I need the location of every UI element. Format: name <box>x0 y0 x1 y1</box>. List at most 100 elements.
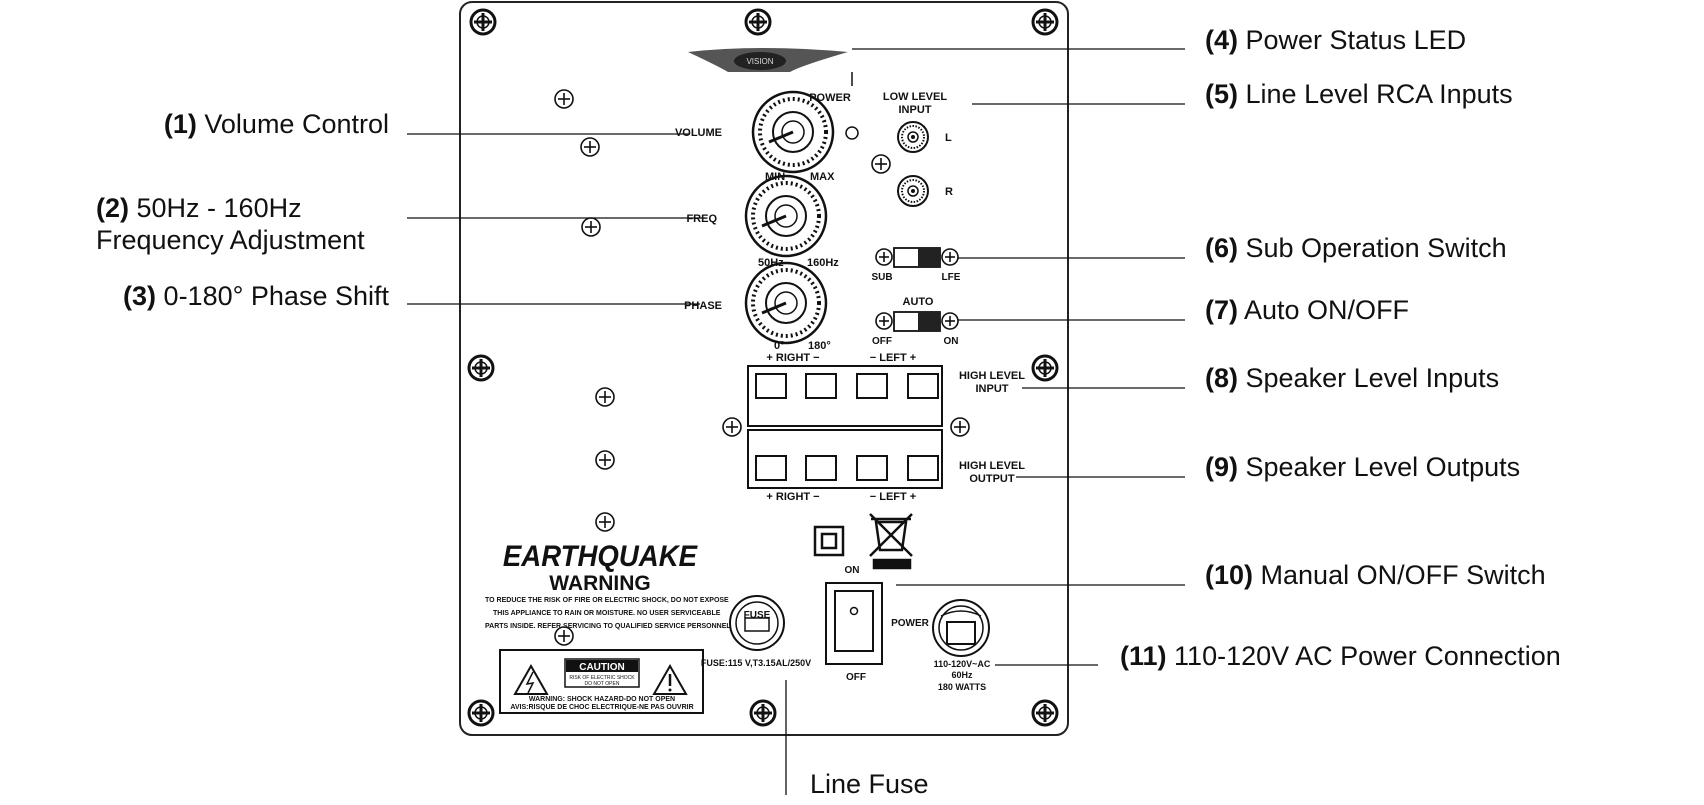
fuse-holder[interactable] <box>729 595 785 651</box>
double-insulation-icon <box>813 525 845 557</box>
phase-label: PHASE <box>684 300 722 312</box>
power-led <box>845 126 859 140</box>
ac-label-3: 180 WATTS <box>938 682 986 692</box>
panel-screws <box>467 8 1059 727</box>
low-level-label-1: LOW LEVEL <box>883 91 947 103</box>
power-led-label: POWER <box>809 92 851 104</box>
small-screw-icon <box>554 89 574 109</box>
callout-line-level-rca-inputs: (5) Line Level RCA Inputs <box>1205 79 1513 109</box>
callout-phase-shift: (3) 0-180° Phase Shift <box>123 281 389 311</box>
hl-input-label-2: INPUT <box>976 383 1009 395</box>
screw-icon <box>1031 354 1059 382</box>
caution-title: CAUTION <box>579 662 625 673</box>
callout-speaker-level-inputs: (8) Speaker Level Inputs <box>1205 363 1500 393</box>
auto-switch[interactable] <box>893 311 941 332</box>
caution-sub-2: DO NOT OPEN <box>585 681 620 687</box>
off-label: OFF <box>872 336 892 347</box>
screw-icon <box>1031 8 1059 36</box>
small-screw-icon <box>580 137 600 157</box>
leader-lines <box>407 48 1185 795</box>
manual-power-switch[interactable] <box>825 582 883 665</box>
warning-line-1: TO REDUCE THE RISK OF FIRE OR ELECTRIC S… <box>485 597 729 604</box>
small-screw-icon <box>595 387 615 407</box>
speaker-output-terminals[interactable] <box>755 455 939 481</box>
warning-title: WARNING <box>549 572 651 595</box>
screw-icon <box>1031 699 1059 727</box>
fuse-label: FUSE <box>744 610 771 621</box>
screw-icon <box>467 354 495 382</box>
freq-knob[interactable] <box>744 174 828 258</box>
callout-frequency-adjustment: (2) 50Hz - 160Hz Frequency Adjustment <box>96 193 365 255</box>
screw-icon <box>467 699 495 727</box>
freq-label: FREQ <box>686 213 717 225</box>
brand-name: EARTHQUAKE <box>503 540 698 573</box>
phase-knob[interactable] <box>744 261 828 345</box>
small-screw-icon <box>950 417 970 437</box>
brand-logo: VISION <box>688 48 848 72</box>
hz50-label: 50Hz <box>758 257 784 269</box>
screw-icon <box>749 699 777 727</box>
small-screw-icon <box>941 312 959 330</box>
callout-manual-on-off-switch: (10) Manual ON/OFF Switch <box>1205 560 1546 590</box>
lfe-label: LFE <box>942 272 961 283</box>
ac-label-1: 110-120V~AC <box>934 659 991 669</box>
small-screw-icon <box>595 450 615 470</box>
small-screw-icon <box>595 512 615 532</box>
small-screws <box>554 89 970 646</box>
volume-knob[interactable] <box>751 90 835 174</box>
min-label: MIN <box>765 171 785 183</box>
low-level-label-2: INPUT <box>899 104 932 116</box>
volume-label: VOLUME <box>675 127 722 139</box>
small-screw-icon <box>722 417 742 437</box>
small-screw-icon <box>875 248 893 266</box>
deg0-label: 0° <box>774 340 785 352</box>
right-bottom-label: + RIGHT − <box>766 491 819 503</box>
hl-input-label-1: HIGH LEVEL <box>959 370 1025 382</box>
fuse-rating: FUSE:115 V,T3.15AL/250V <box>701 658 811 668</box>
rca-right-jack[interactable] <box>897 175 929 207</box>
callout-power-status-led: (4) Power Status LED <box>1205 25 1467 55</box>
warning-line-3: PARTS INSIDE. REFER SERVICING TO QUALIFI… <box>485 623 733 630</box>
small-screw-icon <box>941 248 959 266</box>
callout-ac-power-connection: (11) 110-120V AC Power Connection <box>1120 641 1561 671</box>
screw-icon <box>469 8 497 36</box>
switch-on-label: ON <box>845 565 860 576</box>
right-top-label: + RIGHT − <box>766 352 819 364</box>
callout-speaker-level-outputs: (9) Speaker Level Outputs <box>1205 452 1521 482</box>
logo-text: VISION <box>746 57 773 66</box>
caution-sub-1: RISK OF ELECTRIC SHOCK <box>569 675 635 681</box>
caution-line-1: WARNING: SHOCK HAZARD-DO NOT OPEN <box>529 696 675 703</box>
left-top-label: − LEFT + <box>870 352 916 364</box>
small-screw-icon <box>875 312 893 330</box>
callout-line-fuse: Line Fuse <box>810 769 929 799</box>
caution-line-2: AVIS:RISQUE DE CHOC ELECTRIQUE-NE PAS OU… <box>510 704 693 711</box>
ac-power-inlet[interactable] <box>932 599 990 657</box>
hl-output-label-2: OUTPUT <box>969 473 1015 485</box>
rca-r-label: R <box>945 186 953 198</box>
ac-label-2: 60Hz <box>951 670 973 680</box>
deg180-label: 180° <box>808 340 831 352</box>
screw-icon <box>744 8 772 36</box>
callout-volume-control: (1) Volume Control <box>163 109 389 139</box>
caution-box: CAUTION RISK OF ELECTRIC SHOCK DO NOT OP… <box>499 649 704 714</box>
switch-power-label: POWER <box>891 618 930 629</box>
callout-auto-on-off: (7) Auto ON/OFF <box>1205 295 1410 325</box>
rca-left-jack[interactable] <box>897 121 929 153</box>
speaker-input-terminals[interactable] <box>755 373 939 399</box>
max-label: MAX <box>810 171 835 183</box>
sub-lfe-switch[interactable] <box>893 247 941 268</box>
sub-label: SUB <box>871 272 892 283</box>
left-bottom-label: − LEFT + <box>870 491 916 503</box>
hz160-label: 160Hz <box>807 257 839 269</box>
auto-label: AUTO <box>903 296 934 308</box>
hl-output-label-1: HIGH LEVEL <box>959 460 1025 472</box>
on-label: ON <box>944 336 959 347</box>
warning-line-2: THIS APPLIANCE TO RAIN OR MOISTURE. NO U… <box>493 610 721 617</box>
small-screw-icon <box>554 626 574 646</box>
exclamation-icon <box>652 663 688 695</box>
weee-bin-icon <box>869 513 913 570</box>
electric-hazard-icon <box>513 663 549 695</box>
callout-sub-operation-switch: (6) Sub Operation Switch <box>1205 233 1507 263</box>
switch-off-label: OFF <box>846 672 866 683</box>
